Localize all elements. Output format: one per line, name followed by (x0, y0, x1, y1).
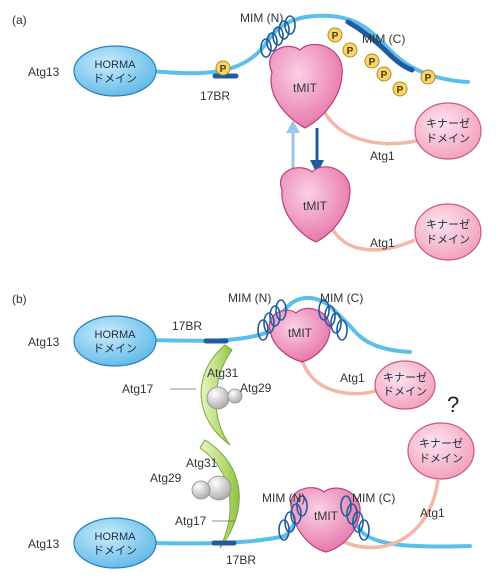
mim-c-coil-b-top (318, 299, 348, 341)
svg-text:ドメイン: ドメイン (93, 545, 137, 557)
svg-text:HORMA: HORMA (95, 329, 137, 341)
phospho-site-a3: P (364, 53, 380, 69)
atg1-label-a-top: Atg1 (370, 149, 395, 163)
phospho-site-a0: P (215, 60, 231, 76)
svg-text:キナーゼ: キナーゼ (383, 371, 427, 384)
mim-c-coil-b-bottom (340, 495, 370, 541)
br17-label-b-top: 17BR (172, 319, 202, 333)
br17-label-b-bottom: 17BR (226, 553, 256, 567)
atg17-label-top: Atg17 (122, 382, 154, 396)
atg31-label-top: Atg31 (207, 366, 239, 380)
atg31-atg29-top (206, 386, 243, 410)
atg31-label-bottom: Atg31 (186, 456, 218, 470)
atg1-tether-b-bottom (339, 479, 440, 550)
kinase-domain-b-bottom: キナーゼ ドメイン (407, 422, 475, 480)
atg1-label-b-top: Atg1 (340, 371, 365, 385)
mim-n-coil-b-top (257, 299, 287, 341)
mim-c-motif-a (345, 19, 415, 73)
mim-c-label-a: MIM (C) (362, 32, 405, 46)
svg-text:ドメイン: ドメイン (419, 453, 463, 465)
mim-n-label-b-bottom: MIM (N) (262, 491, 305, 505)
atg31-atg29-bottom (191, 475, 232, 501)
atg13-label-b-bottom: Atg13 (28, 537, 60, 551)
svg-text:tMIT: tMIT (314, 509, 339, 523)
panel-b-label: (b) (12, 292, 27, 306)
horma-label-line1: HORMA (95, 59, 137, 71)
atg1-tether-a-bottom (328, 224, 416, 252)
phospho-site-a4: P (376, 66, 392, 82)
atg29-label-top: Atg29 (240, 381, 272, 395)
tmit-bound-a: tMIT (269, 43, 343, 129)
phospho-site-a2: P (342, 42, 358, 58)
tmit-free-label: tMIT (303, 199, 328, 213)
atg1-label-a-bottom: Atg1 (370, 236, 395, 250)
dissociation-arrows (286, 120, 324, 175)
phospho-site-a5: P (392, 81, 408, 97)
svg-text:ドメイン: ドメイン (93, 343, 137, 355)
svg-text:HORMA: HORMA (95, 531, 137, 543)
tmit-free-a: tMIT (279, 166, 351, 243)
mim-n-coil-a (260, 15, 296, 58)
mim-c-label-b-top: MIM (C) (320, 291, 363, 305)
atg13-label-a: Atg13 (28, 65, 60, 79)
horma-label-line2: ドメイン (93, 73, 137, 85)
atg13-label-b-top: Atg13 (28, 335, 60, 349)
panel-a-label: (a) (12, 13, 27, 27)
svg-text:P: P (369, 57, 376, 68)
svg-text:tMIT: tMIT (288, 326, 313, 340)
svg-text:P: P (381, 70, 388, 81)
mim-n-label-b-top: MIM (N) (228, 291, 271, 305)
question-mark: ? (447, 392, 459, 417)
atg29-label-bottom: Atg29 (150, 471, 182, 485)
svg-text:P: P (347, 46, 354, 57)
horma-domain-a: HORMA ドメイン (73, 45, 157, 97)
br17-label-a: 17BR (200, 89, 230, 103)
svg-text:ドメイン: ドメイン (426, 133, 470, 145)
svg-text:ドメイン: ドメイン (383, 386, 427, 398)
svg-text:P: P (332, 31, 339, 42)
mim-n-label-a: MIM (N) (240, 11, 283, 25)
kinase-domain-b-top: キナーゼ ドメイン (374, 360, 436, 410)
svg-text:キナーゼ: キナーゼ (426, 218, 470, 231)
phospho-site-a6: P (420, 69, 436, 85)
atg17-label-bottom: Atg17 (175, 514, 207, 528)
svg-text:キナーゼ: キナーゼ (419, 437, 463, 450)
tmit-bound-label: tMIT (293, 81, 318, 95)
kinase-domain-a-top: キナーゼ ドメイン (414, 102, 482, 160)
tmit-b-top: tMIT (268, 307, 331, 363)
horma-domain-b-bottom: HORMA ドメイン (73, 517, 157, 569)
svg-text:ドメイン: ドメイン (426, 234, 470, 246)
svg-text:キナーゼ: キナーゼ (426, 117, 470, 130)
svg-text:P: P (220, 64, 227, 75)
kinase-domain-a-bottom: キナーゼ ドメイン (414, 203, 482, 261)
mim-n-coil-b-bottom (278, 495, 308, 541)
atg1-label-b-bottom: Atg1 (420, 506, 445, 520)
phospho-site-a1: P (327, 27, 343, 43)
mim-c-label-b-bottom: MIM (C) (352, 491, 395, 505)
atg17-scaffold-top (200, 344, 233, 446)
phospho-cluster-a: P P P P P P (327, 27, 436, 97)
tmit-b-bottom: tMIT (290, 487, 361, 553)
horma-domain-b-top: HORMA ドメイン (73, 315, 157, 367)
atg1-tether-a-top (318, 99, 421, 146)
svg-text:P: P (397, 85, 404, 96)
svg-text:P: P (425, 73, 432, 84)
